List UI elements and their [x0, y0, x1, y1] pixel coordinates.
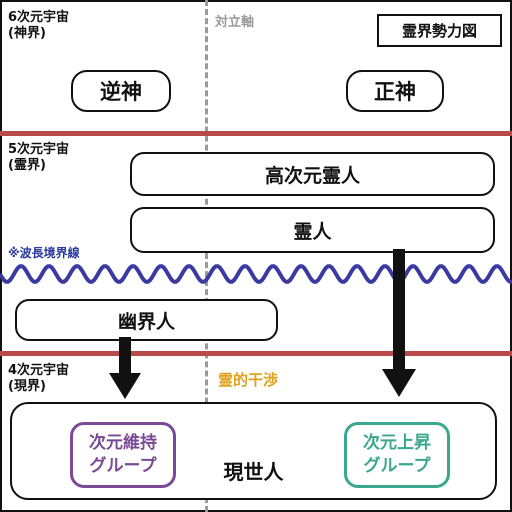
- present-world-person-label: 現世人: [223, 460, 284, 484]
- boundary-5d-4d: [0, 351, 512, 356]
- legend-title: 霊界勢力図: [377, 14, 502, 47]
- dimension-maintain-group-box: 次元維持 グループ: [70, 422, 176, 488]
- opposition-axis-line: [205, 0, 208, 512]
- arrow-down-left-icon: [109, 337, 141, 399]
- ascend-group-line2: グループ: [363, 456, 431, 476]
- netherworld-person-box: 幽界人: [15, 299, 278, 341]
- level-4d: 4次元宇宙 (現界): [8, 363, 69, 395]
- level-6d-name: 6次元宇宙: [8, 10, 70, 25]
- axis-label: 対立軸: [215, 15, 255, 30]
- maintain-group-line2: グループ: [89, 456, 157, 476]
- righteous-god-box: 正神: [346, 70, 444, 112]
- maintain-group-line1: 次元維持: [89, 433, 157, 453]
- level-5d: 5次元宇宙 (霊界): [8, 142, 69, 174]
- level-4d-name: 4次元宇宙: [8, 363, 70, 378]
- boundary-6d-5d: [0, 131, 512, 136]
- level-6d: 6次元宇宙 (神界): [8, 10, 69, 42]
- dimension-ascend-group-box: 次元上昇 グループ: [344, 422, 450, 488]
- spiritual-interference-label: 霊的干渉: [218, 371, 279, 389]
- higher-dimension-spirit-box: 高次元霊人: [130, 152, 495, 196]
- level-5d-sub: (霊界): [8, 158, 46, 173]
- level-6d-sub: (神界): [8, 26, 46, 41]
- level-4d-sub: (現界): [8, 379, 46, 394]
- wave-boundary-line: [0, 264, 512, 284]
- ascend-group-line1: 次元上昇: [363, 433, 431, 453]
- level-5d-name: 5次元宇宙: [8, 142, 70, 157]
- wave-boundary-note: ※波長境界線: [8, 246, 80, 260]
- spirit-person-box: 霊人: [130, 207, 495, 253]
- reverse-god-box: 逆神: [71, 70, 171, 112]
- arrow-down-right-icon: [382, 249, 416, 397]
